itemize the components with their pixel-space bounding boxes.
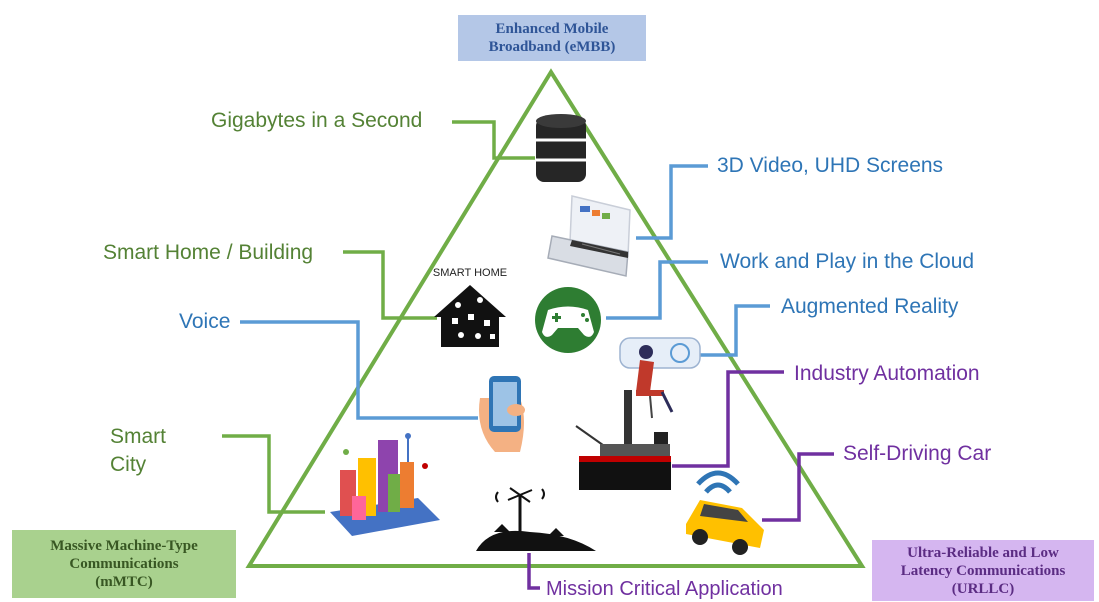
connector-3d-video [636, 164, 708, 240]
connector-smart-home [343, 250, 437, 320]
label-smart-home: Smart Home / Building [103, 241, 314, 264]
label-cloud: Work and Play in the Cloud [720, 250, 975, 273]
urllc-corner-box: Ultra-Reliable and Low Latency Communica… [872, 540, 1094, 601]
connector-smart-city [222, 434, 325, 514]
urllc-line-2: Latency Communications [900, 562, 1066, 579]
label-voice: Voice [179, 310, 231, 333]
connected-car-icon [686, 470, 764, 555]
label-3d-video: 3D Video, UHD Screens [717, 154, 944, 177]
connector-voice [240, 320, 478, 420]
database-icon [536, 114, 586, 182]
label-smart-city-line1: Smart [110, 425, 167, 448]
smart-home-icon-text: SMART HOME [433, 267, 507, 279]
connector-mission-critical [527, 553, 540, 590]
embb-line-1: Enhanced Mobile [495, 21, 609, 37]
connector-gigabytes [452, 120, 535, 160]
embb-corner-box: Enhanced Mobile Broadband (eMBB) [458, 15, 646, 61]
mmtc-line-1: Massive Machine-Type [50, 538, 198, 554]
label-augmented-reality: Augmented Reality [781, 295, 959, 318]
laptop-screen-icon [547, 195, 631, 277]
urllc-line-3: (URLLC) [951, 580, 1015, 597]
smart-home-icon: SMART HOME [433, 267, 507, 347]
label-gigabytes: Gigabytes in a Second [211, 109, 423, 132]
connector-industry [672, 370, 784, 468]
embb-line-2: Broadband (eMBB) [488, 39, 616, 55]
gamepad-icon [535, 287, 601, 353]
mmtc-corner-box: Massive Machine-Type Communications (mMT… [12, 530, 236, 598]
label-mission-critical: Mission Critical Application [546, 578, 783, 600]
smart-city-icon [330, 433, 440, 536]
label-industry-automation: Industry Automation [794, 362, 980, 385]
label-self-driving-car: Self-Driving Car [843, 442, 992, 465]
connector-cloud [606, 260, 708, 320]
vr-headset-icon [619, 337, 701, 419]
antenna-icon [476, 487, 596, 551]
smartphone-hand-icon [479, 376, 525, 452]
connector-ar [700, 304, 770, 357]
urllc-line-1: Ultra-Reliable and Low [907, 544, 1059, 561]
factory-ship-icon [575, 390, 671, 490]
mmtc-line-3: (mMTC) [95, 574, 153, 590]
connector-self-driving [762, 452, 834, 522]
label-smart-city-line2: City [110, 453, 147, 476]
mmtc-line-2: Communications [69, 556, 179, 572]
